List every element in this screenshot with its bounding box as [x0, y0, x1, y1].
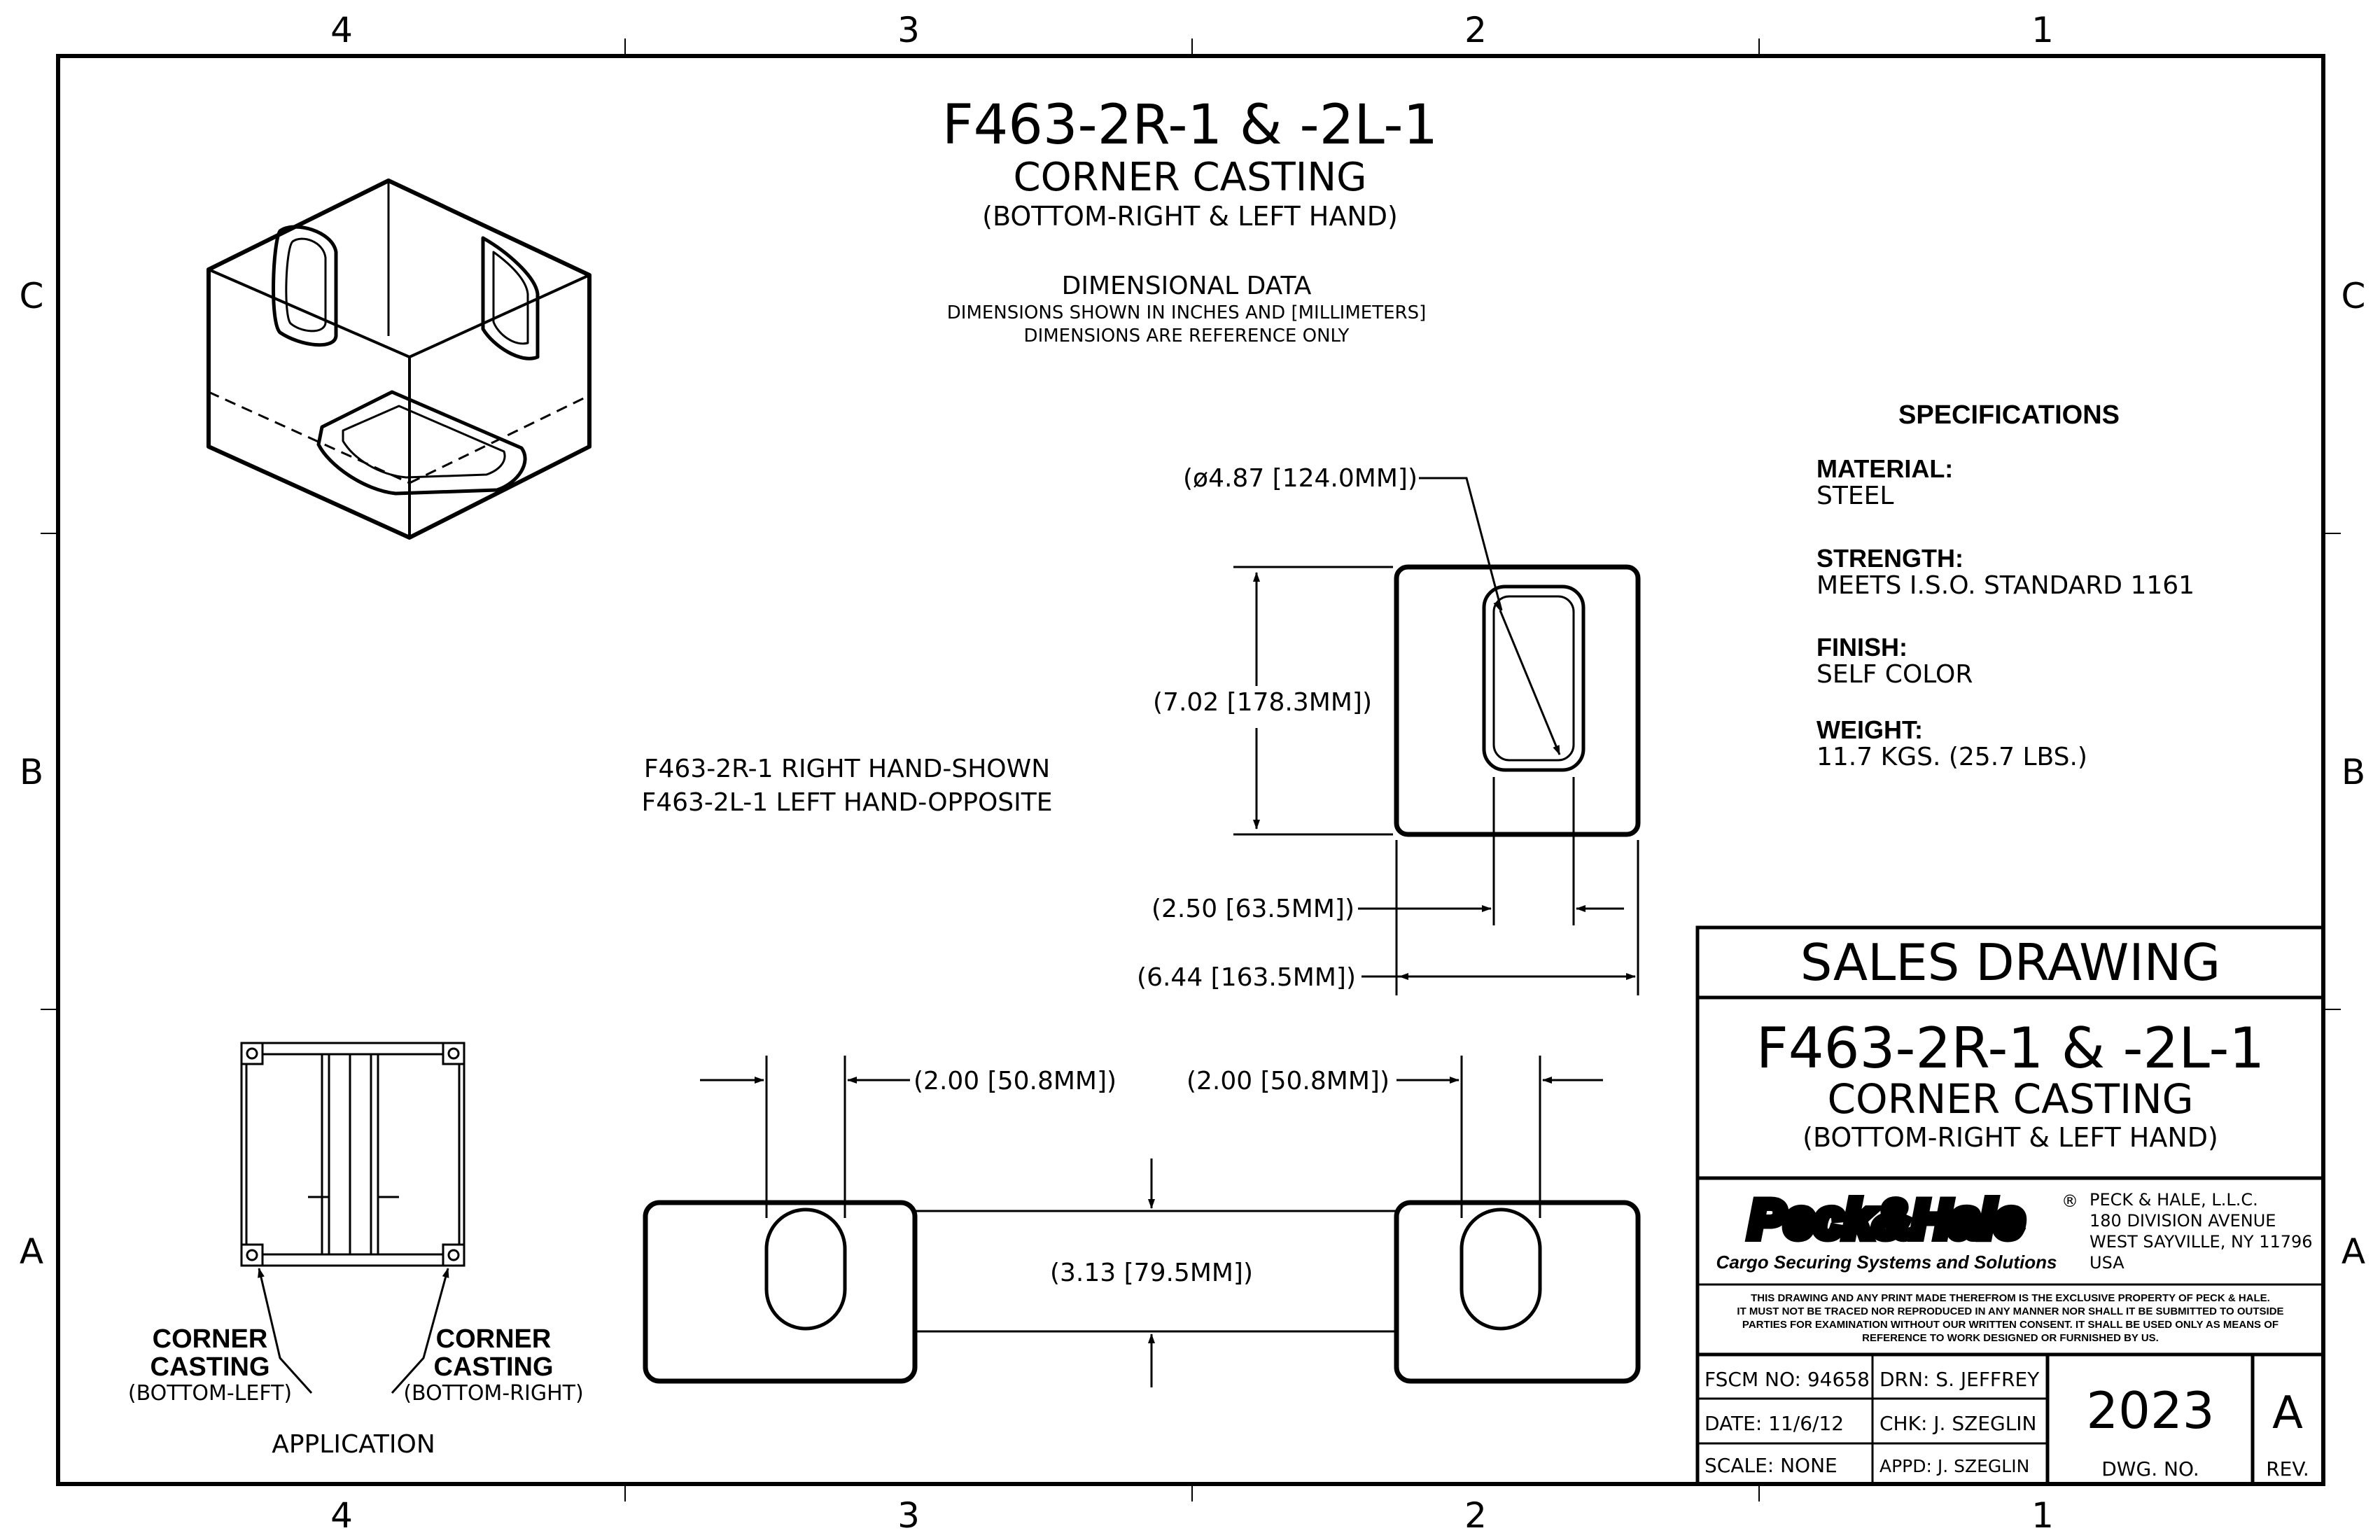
zone-col-top-4: 4	[330, 10, 353, 50]
zone-row-left-a: A	[20, 1231, 43, 1272]
app-right-label-2: CASTING	[434, 1352, 554, 1382]
logo-tagline: Cargo Securing Systems and Solutions	[1716, 1252, 2057, 1273]
dimensional-note-2: DIMENSIONS ARE REFERENCE ONLY	[1024, 326, 1350, 346]
tb-disclaimer-3: PARTIES FOR EXAMINATION WITHOUT OUR WRIT…	[1742, 1319, 2278, 1331]
tb-address-1: PECK & HALE, L.L.C.	[2090, 1190, 2258, 1210]
spec-material-label: MATERIAL:	[1816, 454, 1953, 483]
app-right-sub: (BOTTOM-RIGHT)	[403, 1381, 583, 1406]
side-view	[1233, 477, 1641, 995]
spec-weight-label: WEIGHT:	[1816, 715, 1923, 744]
spec-material-value: STEEL	[1816, 482, 1893, 510]
spec-finish-label: FINISH:	[1816, 633, 1907, 662]
tb-appd: APPD: J. SZEGLIN	[1879, 1456, 2029, 1476]
zone-col-top-1: 1	[2031, 10, 2054, 50]
tb-fscm: FSCM NO: 94658	[1704, 1368, 1870, 1391]
tb-dwg-label: DWG. NO.	[2101, 1457, 2199, 1480]
dim-overall-width: (6.44 [163.5MM])	[1137, 963, 1356, 992]
tb-date: DATE: 11/6/12	[1704, 1412, 1844, 1435]
title-subtitle: (BOTTOM-RIGHT & LEFT HAND)	[982, 201, 1398, 232]
tb-header: SALES DRAWING	[1800, 933, 2220, 992]
title-name: CORNER CASTING	[1013, 155, 1366, 200]
spec-finish-value: SELF COLOR	[1816, 660, 1973, 689]
isometric-corner-casting	[206, 178, 592, 540]
tb-rev-label: REV.	[2266, 1457, 2309, 1480]
zone-row-right-a: A	[2342, 1231, 2365, 1272]
tb-disclaimer-1: THIS DRAWING AND ANY PRINT MADE THEREFRO…	[1751, 1292, 2270, 1304]
tb-scale: SCALE: NONE	[1704, 1454, 1837, 1477]
app-left-label-1: CORNER	[153, 1324, 268, 1354]
tb-address-2: 180 DIVISION AVENUE	[2090, 1211, 2276, 1231]
zone-labels: 4 3 2 1 4 3 2 1 C B A C B A	[20, 10, 2366, 1536]
app-left-label-2: CASTING	[150, 1352, 270, 1382]
spec-strength-label: STRENGTH:	[1816, 544, 1963, 573]
zone-row-right-c: C	[2342, 276, 2366, 316]
zone-col-bottom-1: 1	[2031, 1495, 2054, 1536]
peck-hale-logo: Peck&Hale ® Cargo Securing Systems and S…	[1716, 1186, 2078, 1273]
logo-registered-mark: ®	[2062, 1191, 2078, 1211]
dim-depth: (3.13 [79.5MM])	[1050, 1259, 1253, 1287]
dim-offset-right: (2.00 [50.8MM])	[1186, 1067, 1390, 1096]
tb-address-4: USA	[2090, 1253, 2124, 1273]
zone-col-bottom-4: 4	[330, 1495, 353, 1536]
zone-col-bottom-3: 3	[897, 1495, 920, 1536]
app-right-label-1: CORNER	[436, 1324, 552, 1354]
zone-ticks	[41, 38, 2341, 1502]
application-container	[240, 1042, 465, 1394]
zone-col-top-3: 3	[897, 10, 920, 50]
tb-dwg-no: 2023	[2086, 1381, 2214, 1440]
tb-name: CORNER CASTING	[1827, 1075, 2193, 1123]
spec-heading: SPECIFICATIONS	[1898, 400, 2120, 430]
tb-address-3: WEST SAYVILLE, NY 11796	[2090, 1232, 2313, 1252]
tb-drn: DRN: S. JEFFREY	[1879, 1368, 2040, 1391]
dim-height: (7.02 [178.3MM])	[1153, 688, 1372, 717]
tb-disclaimer-2: IT MUST NOT BE TRACED NOR REPRODUCED IN …	[1737, 1306, 2283, 1317]
logo-text: Peck&Hale	[1749, 1190, 2024, 1250]
app-left-sub: (BOTTOM-LEFT)	[128, 1381, 292, 1406]
spec-strength-value: MEETS I.S.O. STANDARD 1161	[1816, 571, 2194, 600]
tb-subtitle: (BOTTOM-RIGHT & LEFT HAND)	[1802, 1122, 2218, 1153]
sheet-border	[56, 54, 2325, 1486]
zone-col-bottom-2: 2	[1464, 1495, 1487, 1536]
spec-weight-value: 11.7 KGS. (25.7 LBS.)	[1816, 743, 2087, 771]
note-right-hand: F463-2R-1 RIGHT HAND-SHOWN	[644, 755, 1050, 783]
dim-offset-left: (2.00 [50.8MM])	[913, 1067, 1116, 1096]
title-part-number: F463-2R-1 & -2L-1	[942, 94, 1438, 157]
title-block	[1695, 925, 2325, 1486]
bottom-view	[643, 1056, 1641, 1387]
note-left-hand: F463-2L-1 LEFT HAND-OPPOSITE	[641, 788, 1052, 817]
tb-part-number: F463-2R-1 & -2L-1	[1756, 1016, 2265, 1081]
zone-row-left-c: C	[20, 276, 44, 316]
dimensional-note-1: DIMENSIONS SHOWN IN INCHES AND [MILLIMET…	[947, 302, 1426, 323]
tb-rev: A	[2272, 1387, 2303, 1439]
dimensional-heading: DIMENSIONAL DATA	[1062, 272, 1312, 300]
dim-slot-width: (2.50 [63.5MM])	[1152, 895, 1354, 923]
tb-chk: CHK: J. SZEGLIN	[1879, 1412, 2037, 1435]
zone-row-right-b: B	[2342, 752, 2365, 792]
zone-row-left-b: B	[20, 752, 43, 792]
tb-disclaimer-4: REFERENCE TO WORK DESIGNED OR FURNISHED …	[1862, 1332, 2159, 1344]
dim-diameter: (ø4.87 [124.0MM])	[1183, 464, 1418, 493]
app-caption: APPLICATION	[272, 1430, 435, 1459]
zone-col-top-2: 2	[1464, 10, 1487, 50]
